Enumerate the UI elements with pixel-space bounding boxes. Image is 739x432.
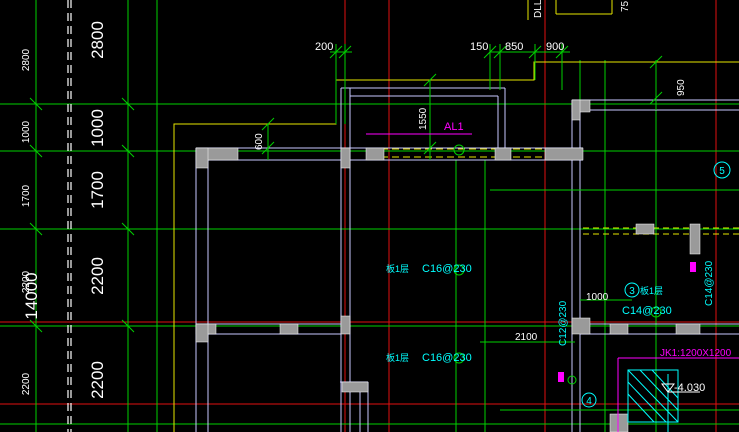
top-right-label: 75 (620, 0, 631, 12)
side-rebar: C14@230 (704, 260, 715, 306)
slab-labels: 板1层 C16@230 板1层 C16@230 板1层 C14@230 (386, 263, 672, 364)
magenta-marker (558, 372, 564, 382)
left-large-dim: 2800 (88, 21, 107, 59)
wall-lines (195, 87, 739, 432)
mid-dims: 1000 2100 (515, 292, 609, 343)
side-rebar: C12@230 (558, 300, 569, 346)
axis-bubble-label: 5 (719, 166, 725, 177)
magenta-marker (690, 262, 696, 272)
top-right-labels: DLL 75 (533, 0, 631, 18)
slab-tag: 板1层 (386, 263, 409, 274)
vertical-dim: 600 (254, 133, 265, 150)
axis-bubbles (581, 161, 731, 408)
mid-dim: 2100 (515, 332, 538, 343)
elevation-mark: -4.030 (661, 382, 705, 394)
mid-dim: 1000 (586, 292, 609, 303)
top-dim: 850 (505, 41, 523, 53)
left-large-dim: 2200 (88, 361, 107, 399)
slab-rebar: C16@230 (422, 352, 472, 364)
slab-tag: 板1层 (386, 352, 409, 363)
left-small-dims: 2800 1000 1700 2200 2200 (21, 48, 32, 395)
cyan-markers (627, 369, 679, 432)
slab-rebar: C14@230 (622, 305, 672, 317)
slab-rebar: C16@230 (422, 263, 472, 275)
side-rebar-labels: C14@230 C12@230 (558, 260, 715, 346)
top-dim: 200 (315, 41, 333, 53)
top-right-label: DLL (533, 0, 544, 18)
left-large-dims: 2800 1000 1700 2200 2200 14000 (22, 21, 107, 399)
left-small-dim: 1700 (21, 184, 32, 207)
top-dim: 900 (546, 41, 564, 53)
left-small-dim: 1000 (21, 120, 32, 143)
axis-bubble-label: 3 (629, 286, 635, 297)
left-small-dim: 2200 (21, 372, 32, 395)
top-dimension-lines (261, 44, 739, 411)
left-small-dim: 2800 (21, 48, 32, 71)
magenta-lines (366, 133, 739, 432)
wall-columns (195, 99, 701, 432)
dashed-dimension-lines (67, 0, 72, 432)
elevation-label: -4.030 (674, 382, 705, 394)
vertical-dim: 1550 (418, 107, 429, 130)
left-small-dim: 2200 (21, 270, 32, 293)
axis-bubble-labels: 5 3 4 (586, 166, 725, 407)
opening-label: AL1 (444, 121, 464, 133)
pit-label: JK1:1200X1200 (660, 348, 732, 359)
top-dims: 200 150 850 900 (315, 41, 564, 53)
slab-tag: 板1层 (640, 285, 663, 296)
axis-bubble-label: 4 (586, 396, 592, 407)
left-large-dim: 1000 (88, 109, 107, 147)
vertical-dims: 600 1550 950 (254, 79, 687, 150)
left-large-dim: 2200 (88, 257, 107, 295)
top-dim: 150 (470, 41, 488, 53)
left-dimension-ticks (29, 97, 135, 333)
total-dimension: 14000 (22, 272, 41, 319)
vertical-dim: 950 (676, 79, 687, 96)
rebar-markers (453, 144, 662, 385)
left-large-dim: 1700 (88, 171, 107, 209)
